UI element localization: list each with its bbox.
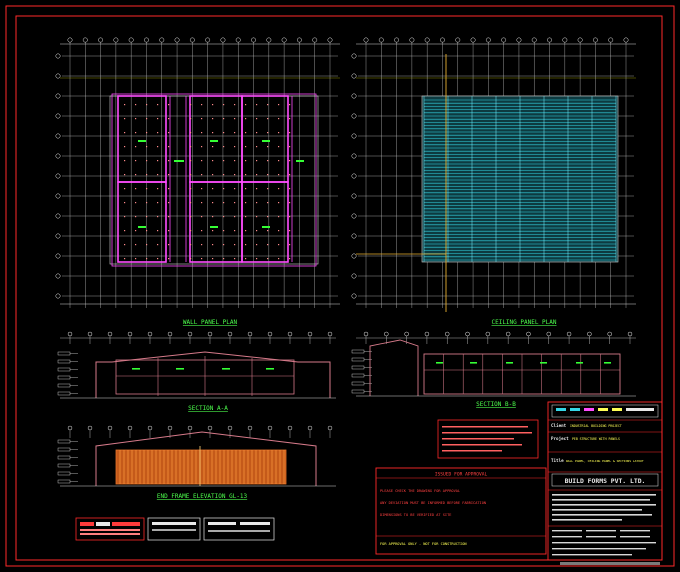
ceiling-panel-plan-title: CEILING PANEL PLAN [491, 319, 556, 326]
inner-border [15, 15, 663, 561]
wall-panel-plan-title: WALL PANEL PLAN [183, 319, 238, 326]
title-value: WALL PANEL, CEILING PANEL & SECTIONS LAY… [566, 459, 644, 463]
company-name: BUILD FORMS PVT. LTD. [565, 477, 646, 485]
section-b-title: SECTION B-B [476, 401, 516, 408]
approval-title: ISSUED FOR APPROVAL [435, 472, 488, 478]
title-label: Title [551, 458, 564, 463]
approval-footer: FOR APPROVAL ONLY - NOT FOR CONSTRUCTION [380, 542, 467, 546]
wall-panel-plan [55, 37, 340, 308]
project-label: Project [551, 436, 569, 441]
project-value: PEB STRUCTURE WITH PANELS [572, 437, 620, 441]
ceiling-panel-plan [351, 37, 636, 312]
title-block [547, 401, 663, 565]
end-frame-title: END FRAME ELEVATION GL-13 [157, 493, 248, 500]
approval-line-1: PLEASE CHECK THE DRAWING FOR APPROVAL [380, 489, 460, 493]
client-label: Client [551, 423, 567, 428]
notes-box [437, 419, 539, 459]
legend-blocks [75, 517, 275, 541]
end-frame-elevation [57, 425, 336, 487]
approval-line-3: DIMENSIONS TO BE VERIFIED AT SITE [380, 513, 451, 517]
approval-line-2: ANY DEVIATION MUST BE INFORMED BEFORE FA… [380, 501, 486, 505]
section-b-b [351, 331, 636, 397]
section-a-title: SECTION A-A [188, 405, 228, 412]
outer-border [5, 5, 675, 567]
approval-box [375, 467, 547, 555]
client-value: INDUSTRIAL BUILDING PROJECT [570, 424, 622, 428]
section-a-a [57, 331, 336, 399]
